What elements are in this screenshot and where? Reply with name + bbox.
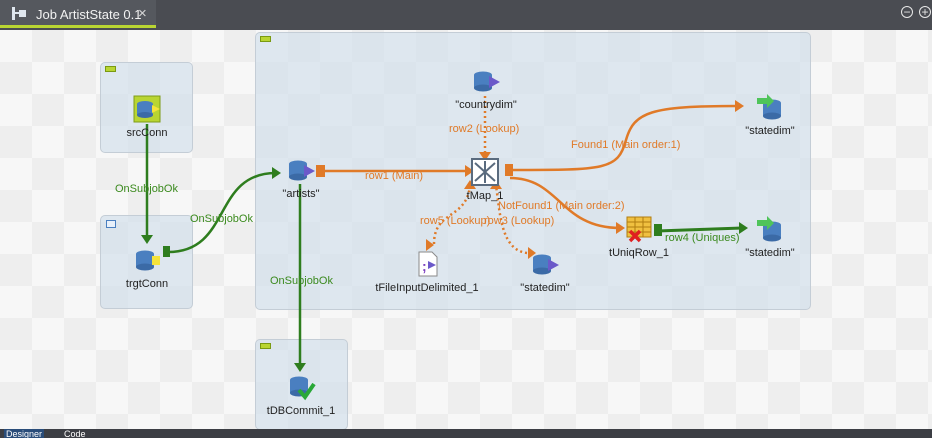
component-label: tUniqRow_1 [609, 247, 669, 259]
component-label: trgtConn [125, 278, 169, 290]
component-label: "statedim" [745, 247, 795, 259]
db-connection-icon [133, 95, 161, 123]
link-label-found1: Found1 (Main order:1) [571, 139, 681, 151]
component-statedim-lookup[interactable]: "statedim" [510, 249, 580, 294]
link-label-onsubjob: OnSubjobOk [115, 183, 178, 195]
subjob-collapse-icon[interactable] [105, 66, 116, 72]
link-row3 [494, 185, 528, 255]
component-trgtconn[interactable]: trgtConn [106, 245, 188, 290]
db-connection-icon [136, 250, 160, 271]
job-tab-title: Job ArtistState 0.1 [36, 7, 142, 22]
component-tdbcommit[interactable]: tDBCommit_1 [260, 372, 342, 417]
component-artists[interactable]: "artists" [270, 155, 332, 200]
link-label-onsubjob: OnSubjobOk [190, 213, 253, 225]
component-statedim-found[interactable]: "statedim" [732, 92, 808, 137]
link-label-row5: row5 (Lookup) [420, 215, 491, 227]
arrow-head [141, 235, 153, 244]
tmap-icon [471, 158, 499, 186]
subjob-toggle-icon[interactable] [106, 220, 116, 228]
link-row4 [656, 226, 743, 233]
subjob-collapse-icon[interactable] [260, 36, 271, 42]
db-commit-icon [290, 376, 316, 401]
editor-tab-bar: Job ArtistState 0.1 × − + [0, 0, 932, 30]
link-found1 [509, 104, 739, 172]
component-label: "statedim" [745, 125, 795, 137]
component-label: tDBCommit_1 [266, 405, 336, 417]
arrow-head [272, 167, 281, 179]
component-label: "statedim" [520, 282, 570, 294]
component-tfileinputdelimited[interactable]: ; tFileInputDelimited_1 [362, 249, 492, 294]
arrow-head [479, 152, 491, 161]
link-notfound1 [509, 176, 621, 230]
job-icon [12, 7, 26, 20]
subjob-collapse-icon[interactable] [260, 343, 271, 349]
component-srcconn[interactable]: srcConn [106, 94, 188, 139]
component-tuniqrow[interactable]: tUniqRow_1 [598, 214, 680, 259]
arrow-head [735, 100, 744, 112]
arrow-head [616, 222, 625, 234]
uniqrow-icon [626, 216, 652, 243]
link-label-row2: row2 (Lookup) [449, 123, 520, 135]
job-design-canvas[interactable]: srcConn trgtConn "artists" "countrydim" [0, 30, 932, 429]
component-label: "artists" [282, 188, 320, 200]
subjob-trgtconn[interactable] [100, 215, 193, 309]
close-icon[interactable]: × [138, 5, 147, 22]
component-label: tFileInputDelimited_1 [375, 282, 479, 294]
link-label-row3: row3 (Lookup) [484, 215, 555, 227]
link-label-notfound1: NotFound1 (Main order:2) [498, 200, 625, 212]
link-label-row4: row4 (Uniques) [665, 232, 740, 244]
db-output-icon [757, 94, 781, 120]
link-onsubjob-trgt-artists [167, 171, 277, 254]
links-layer [141, 96, 748, 372]
db-input-icon [474, 71, 500, 92]
component-tmap[interactable]: tMap_1 [455, 157, 515, 202]
component-label: srcConn [126, 127, 168, 139]
job-tab[interactable]: Job ArtistState 0.1 × [0, 0, 156, 28]
component-statedim-uniques[interactable]: "statedim" [732, 214, 808, 259]
component-countrydim[interactable]: "countrydim" [440, 66, 532, 111]
component-label: tMap_1 [466, 190, 504, 202]
db-output-icon [757, 216, 781, 242]
arrow-head [294, 363, 306, 372]
link-label-onsubjob: OnSubjobOk [270, 275, 333, 287]
tab-code[interactable]: Code [64, 429, 86, 439]
minimize-icon[interactable]: − [901, 6, 913, 18]
db-input-icon [289, 160, 315, 181]
link-row5 [432, 185, 472, 245]
file-input-icon: ; [418, 251, 438, 277]
add-icon[interactable]: + [919, 6, 931, 18]
arrow-head [739, 222, 748, 234]
tab-designer[interactable]: Designer [4, 429, 45, 439]
link-label-row1: row1 (Main) [365, 170, 424, 182]
db-input-icon [533, 254, 559, 275]
arrow-head [465, 165, 474, 177]
svg-text:;: ; [422, 258, 427, 274]
component-label: "countrydim" [455, 99, 517, 111]
arrow-head [464, 180, 476, 189]
bottom-tab-bar: Designer Code [0, 429, 932, 439]
